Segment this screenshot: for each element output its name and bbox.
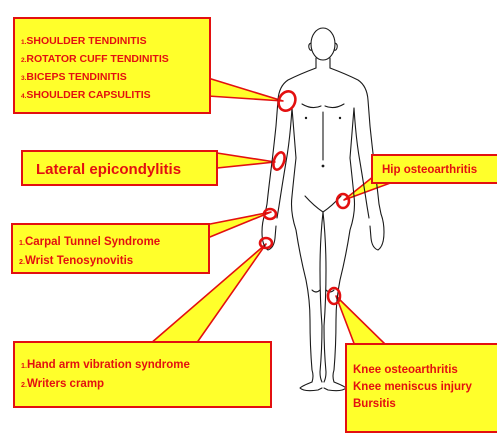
leader-carpal <box>205 212 271 239</box>
right-arm-inner <box>354 108 369 218</box>
callout-knee: Knee osteoarthritis Knee meniscus injury… <box>345 343 497 433</box>
item-text: Writers cramp <box>27 378 104 390</box>
marker-hand <box>260 238 272 248</box>
leader-knee <box>336 296 387 346</box>
marker-hip <box>337 194 349 208</box>
left-arm-outer <box>262 68 316 250</box>
right-nipple <box>339 117 341 119</box>
carpal-item: 2.Wrist Tenosynovitis <box>19 252 208 271</box>
item-text: Wrist Tenosynovitis <box>25 255 133 267</box>
shoulder-item: 3.BICEPS TENDINITIS <box>21 69 209 87</box>
left-foot <box>300 382 322 391</box>
head-outline <box>311 28 335 60</box>
callout-lateral-epicondylitis: Lateral epicondylitis <box>21 150 218 186</box>
chest-lines <box>302 104 344 108</box>
item-text: SHOULDER CAPSULITIS <box>26 89 150 101</box>
callout-hip-osteoarthritis: Hip osteoarthritis <box>371 154 497 184</box>
hand-item: 2.Writers cramp <box>21 375 270 394</box>
shoulder-item: 4.SHOULDER CAPSULITIS <box>21 87 209 105</box>
callout-shoulder: 1.SHOULDER TENDINITIS 2.ROTATOR CUFF TEN… <box>13 17 211 114</box>
shoulder-item: 1.SHOULDER TENDINITIS <box>21 33 209 51</box>
leader-lateral <box>217 153 275 168</box>
callout-carpal-wrist: 1.Carpal Tunnel Syndrome 2.Wrist Tenosyn… <box>11 223 210 274</box>
callout-text: Hip osteoarthritis <box>382 164 497 176</box>
navel <box>322 165 325 168</box>
torso-left-side <box>292 108 296 196</box>
leader-shoulder <box>208 78 283 101</box>
carpal-item: 1.Carpal Tunnel Syndrome <box>19 233 208 252</box>
left-leg-outer <box>292 196 314 382</box>
groin-line <box>305 196 341 212</box>
torso-right-side <box>350 108 354 196</box>
callout-text: Lateral epicondylitis <box>36 161 216 178</box>
item-text: BICEPS TENDINITIS <box>26 71 126 83</box>
knee-item: Bursitis <box>353 396 497 413</box>
item-text: SHOULDER TENDINITIS <box>26 35 146 47</box>
item-text: ROTATOR CUFF TENDINITIS <box>26 53 168 65</box>
knee-item: Knee meniscus injury <box>353 379 497 396</box>
item-text: Carpal Tunnel Syndrome <box>25 236 160 248</box>
shoulder-item: 2.ROTATOR CUFF TENDINITIS <box>21 51 209 69</box>
right-foot <box>324 382 346 391</box>
callout-hand: 1.Hand arm vibration syndrome 2.Writers … <box>13 341 272 408</box>
hand-item: 1.Hand arm vibration syndrome <box>21 356 270 375</box>
left-leg-inner <box>320 212 323 382</box>
right-leg-inner <box>323 212 326 382</box>
left-nipple <box>305 117 307 119</box>
knee-item: Knee osteoarthritis <box>353 362 497 379</box>
item-text: Hand arm vibration syndrome <box>27 359 190 371</box>
